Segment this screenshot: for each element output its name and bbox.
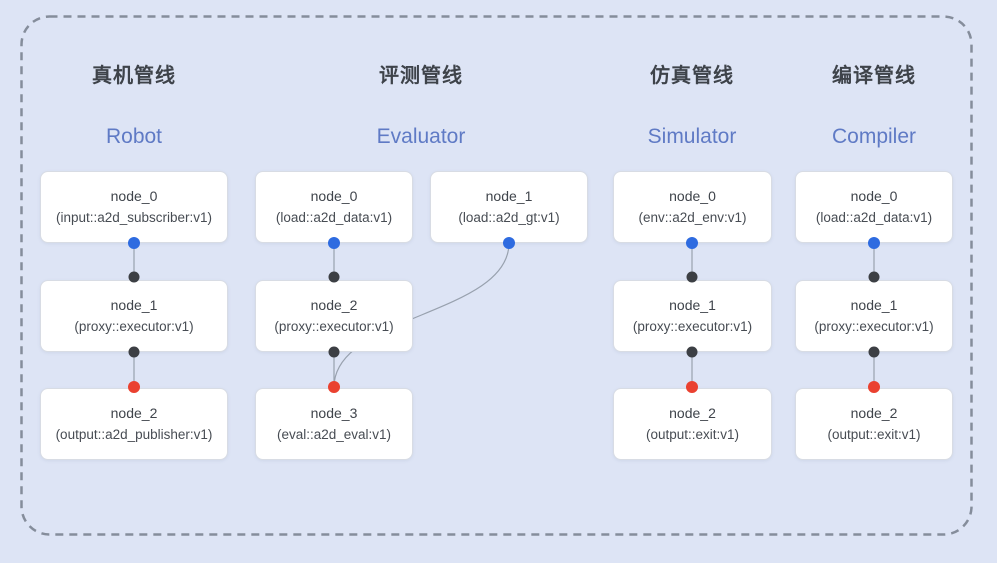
node-robot-2[interactable]: node_2 (output::a2d_publisher:v1) bbox=[40, 388, 228, 460]
port-output-black-dot bbox=[328, 346, 340, 358]
node-type-label: (load::a2d_data:v1) bbox=[815, 210, 933, 225]
node-label: node_1 bbox=[485, 188, 533, 204]
pipeline-title-simulator-zh: 仿真管线 bbox=[650, 65, 734, 87]
node-robot-0[interactable]: node_0 (input::a2d_subscriber:v1) bbox=[40, 171, 228, 243]
port-output-blue-dot bbox=[128, 237, 140, 249]
node-label: node_0 bbox=[110, 188, 158, 204]
node-label: node_2 bbox=[310, 297, 358, 313]
port-input-red-dot bbox=[128, 381, 140, 393]
node-compiler-2[interactable]: node_2 (output::exit:v1) bbox=[795, 388, 953, 460]
node-label: node_1 bbox=[110, 297, 158, 313]
node-type-label: (proxy::executor:v1) bbox=[814, 319, 934, 334]
node-evaluator-2[interactable]: node_2 (proxy::executor:v1) bbox=[255, 280, 413, 352]
pipeline-title-evaluator-zh: 评测管线 bbox=[379, 65, 463, 87]
node-evaluator-3[interactable]: node_3 (eval::a2d_eval:v1) bbox=[255, 388, 413, 460]
port-output-blue-dot bbox=[868, 237, 880, 249]
pipeline-title-robot-zh: 真机管线 bbox=[92, 65, 176, 87]
node-type-label: (env::a2d_env:v1) bbox=[638, 210, 747, 225]
node-label: node_1 bbox=[669, 297, 716, 313]
node-label: node_2 bbox=[850, 405, 898, 421]
port-output-black-dot bbox=[686, 346, 698, 358]
node-evaluator-1[interactable]: node_1 (load::a2d_gt:v1) bbox=[430, 171, 588, 243]
pipeline-subtitle-simulator: Simulator bbox=[647, 125, 737, 148]
node-evaluator-0[interactable]: node_0 (load::a2d_data:v1) bbox=[255, 171, 413, 243]
edge-evaluator-1-3 bbox=[333, 242, 510, 388]
node-label: node_2 bbox=[110, 405, 158, 421]
node-compiler-0[interactable]: node_0 (load::a2d_data:v1) bbox=[795, 171, 953, 243]
port-input-red-dot bbox=[328, 381, 340, 393]
node-label: node_0 bbox=[669, 188, 716, 204]
port-output-blue-dot bbox=[503, 237, 515, 249]
node-type-label: (output::a2d_publisher:v1) bbox=[55, 427, 213, 442]
node-type-label: (eval::a2d_eval:v1) bbox=[276, 427, 392, 442]
node-compiler-1[interactable]: node_1 (proxy::executor:v1) bbox=[795, 280, 953, 352]
node-label: node_0 bbox=[310, 188, 358, 204]
node-type-label: (load::a2d_data:v1) bbox=[275, 210, 393, 225]
port-input-black-dot bbox=[868, 271, 880, 283]
node-label: node_2 bbox=[669, 405, 716, 421]
node-type-label: (input::a2d_subscriber:v1) bbox=[55, 210, 213, 225]
pipeline-title-compiler-zh: 编译管线 bbox=[832, 65, 916, 87]
dashed-frame bbox=[20, 15, 973, 536]
node-type-label: (proxy::executor:v1) bbox=[632, 319, 753, 334]
node-type-label: (proxy::executor:v1) bbox=[74, 319, 194, 334]
port-input-black-dot bbox=[128, 271, 140, 283]
node-label: node_1 bbox=[850, 297, 898, 313]
port-output-black-dot bbox=[868, 346, 880, 358]
node-type-label: (output::exit:v1) bbox=[645, 427, 740, 442]
port-output-blue-dot bbox=[686, 237, 698, 249]
port-input-black-dot bbox=[686, 271, 698, 283]
node-label: node_0 bbox=[850, 188, 898, 204]
node-label: node_3 bbox=[310, 405, 358, 421]
pipeline-subtitle-evaluator: Evaluator bbox=[376, 125, 466, 148]
port-output-blue-dot bbox=[328, 237, 340, 249]
port-input-red-dot bbox=[686, 381, 698, 393]
node-type-label: (output::exit:v1) bbox=[827, 427, 921, 442]
node-simulator-0[interactable]: node_0 (env::a2d_env:v1) bbox=[613, 171, 772, 243]
node-type-label: (proxy::executor:v1) bbox=[274, 319, 394, 334]
node-simulator-1[interactable]: node_1 (proxy::executor:v1) bbox=[613, 280, 772, 352]
port-input-red-dot bbox=[868, 381, 880, 393]
node-type-label: (load::a2d_gt:v1) bbox=[458, 210, 560, 225]
node-simulator-2[interactable]: node_2 (output::exit:v1) bbox=[613, 388, 772, 460]
pipeline-subtitle-robot: Robot bbox=[105, 125, 163, 148]
port-input-black-dot bbox=[328, 271, 340, 283]
pipeline-subtitle-compiler: Compiler bbox=[831, 125, 917, 148]
node-robot-1[interactable]: node_1 (proxy::executor:v1) bbox=[40, 280, 228, 352]
port-output-black-dot bbox=[128, 346, 140, 358]
